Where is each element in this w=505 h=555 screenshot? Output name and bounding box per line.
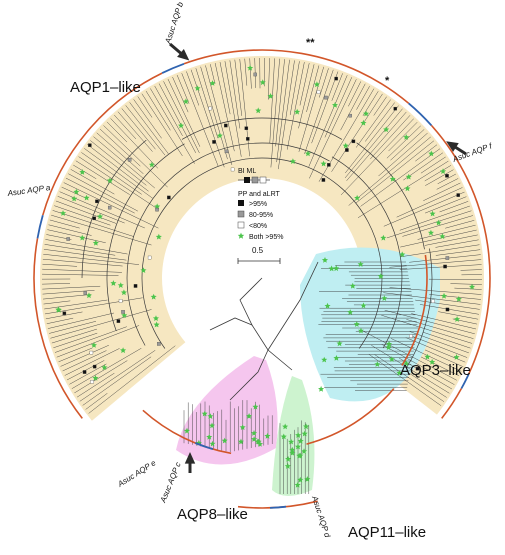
support-square xyxy=(327,163,330,166)
support-square xyxy=(431,300,434,303)
legend-black-square xyxy=(238,200,244,206)
support-square xyxy=(155,208,158,211)
support-square xyxy=(90,351,93,354)
support-square xyxy=(446,308,449,311)
legend-label-high: >95% xyxy=(249,201,267,208)
support-square xyxy=(93,217,96,220)
asuc-label-d: Asuc AQP d xyxy=(310,494,332,539)
scale-bar-label: 0.5 xyxy=(252,246,264,255)
support-square xyxy=(212,140,215,143)
scale-bar: 0.5 xyxy=(238,246,280,264)
support-square xyxy=(95,200,98,203)
support-square xyxy=(134,284,137,287)
legend-white-square xyxy=(238,222,244,228)
support-square xyxy=(445,174,448,177)
support-star-icon xyxy=(318,386,324,392)
annotation-double-star: ** xyxy=(306,37,315,49)
support-square xyxy=(349,114,352,117)
support-square xyxy=(225,150,228,153)
support-square xyxy=(63,312,66,315)
legend-green-star-icon xyxy=(238,233,244,239)
root-branch xyxy=(210,318,252,330)
support-square xyxy=(246,137,249,140)
support-square xyxy=(121,310,124,313)
asuc-label-a: Asuc AQP a xyxy=(6,183,51,198)
support-square xyxy=(245,127,248,130)
outer-arc-highlight xyxy=(270,507,286,508)
support-square xyxy=(108,206,111,209)
support-square xyxy=(345,148,348,151)
support-square xyxy=(84,291,87,294)
support-square xyxy=(93,365,96,368)
support-square xyxy=(157,342,160,345)
support-square xyxy=(117,319,120,322)
legend-label-low: <80% xyxy=(249,223,267,230)
legend-support-title: PP and aLRT xyxy=(238,191,280,198)
asuc-label-b: Asuc AQP b xyxy=(163,0,185,45)
support-square xyxy=(457,193,460,196)
clade-label-aqp3: AQP3–like xyxy=(400,362,471,379)
outer-arc-highlight xyxy=(38,215,43,238)
support-square xyxy=(83,370,86,373)
support-square xyxy=(322,178,325,181)
clade-label-aqp1: AQP1–like xyxy=(70,79,141,96)
support-square xyxy=(148,256,151,259)
legend-methods: BI ML xyxy=(238,168,256,175)
support-square xyxy=(317,90,320,93)
support-square xyxy=(443,265,446,268)
legend-grey-square xyxy=(238,211,244,217)
asuc-label-c: Asuc AQP c xyxy=(158,461,183,505)
support-square xyxy=(209,107,212,110)
support-square xyxy=(335,77,338,80)
support-square xyxy=(167,196,170,199)
support-square xyxy=(128,158,131,161)
legend-label-mid: 80-95% xyxy=(249,212,273,219)
legend-label-both: Both >95% xyxy=(249,234,283,241)
asuc-label-e: Asuc AQP e xyxy=(115,458,158,489)
support-square xyxy=(88,144,91,147)
annotation-single-star: * xyxy=(385,75,390,87)
support-square xyxy=(119,299,122,302)
support-square xyxy=(324,96,327,99)
support-square xyxy=(224,124,227,127)
clade-backgrounds xyxy=(40,56,484,496)
support-square xyxy=(352,140,355,143)
support-square xyxy=(394,107,397,110)
support-square xyxy=(446,256,449,259)
support-square xyxy=(90,380,93,383)
support-square xyxy=(409,335,412,338)
clade-bg-aqp8 xyxy=(176,356,278,465)
clade-label-aqp8: AQP8–like xyxy=(177,506,248,523)
clade-label-aqp11: AQP11–like xyxy=(348,524,426,541)
support-square xyxy=(67,237,70,240)
support-square xyxy=(254,73,257,76)
support-square xyxy=(231,168,234,171)
